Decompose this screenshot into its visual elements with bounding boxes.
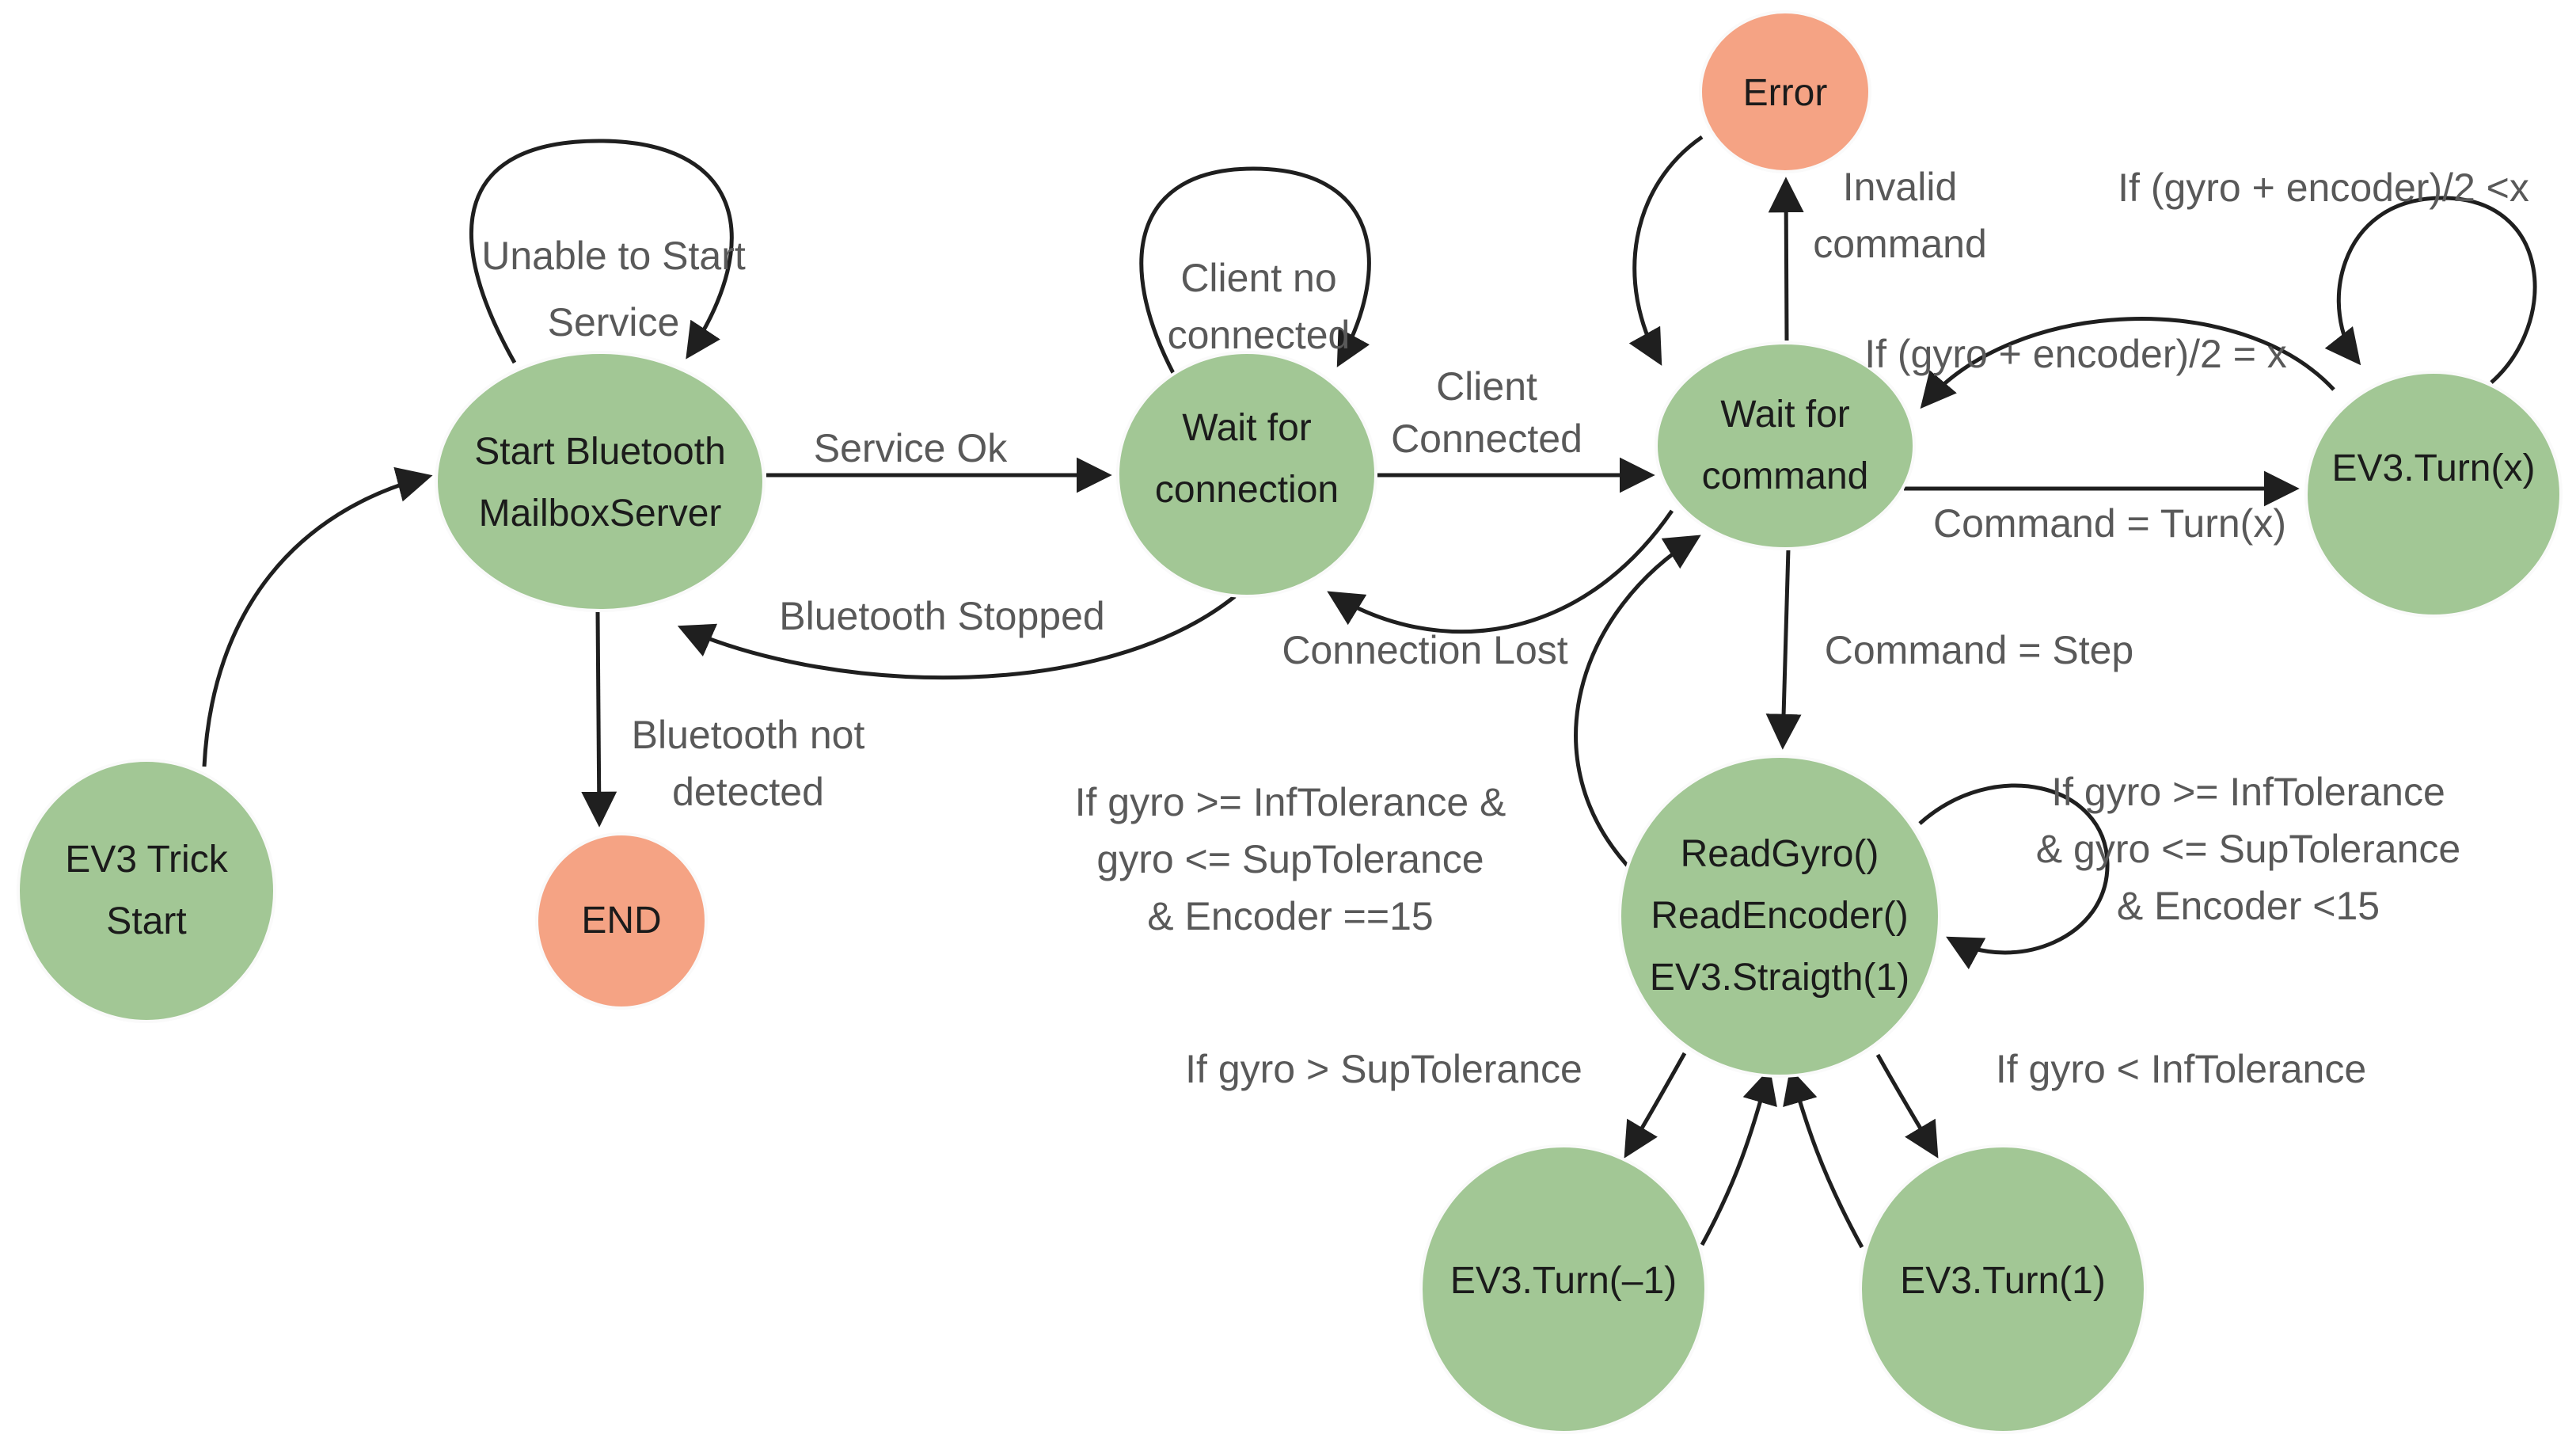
state-node-ev3-trick-start [17,759,276,1023]
edge-label-tolerance-encoder-eq15: If gyro >= InfTolerance & gyro <= SupTol… [1075,774,1506,945]
edge-label-bluetooth-stopped: Bluetooth Stopped [779,588,1104,645]
node-label-line: Wait for [1182,407,1312,449]
node-label-line: connection [1154,469,1339,511]
state-node-ev3-turn-neg1 [1419,1144,1708,1434]
diagram-edges [202,135,2537,1249]
edge-label-line: detected [672,770,824,814]
edge-label-line: Client no [1180,256,1337,300]
edge-label-tolerance-encoder-lt15: If gyro >= InfTolerance & gyro <= SupTol… [2036,763,2460,934]
edge-label-line: Bluetooth not [631,713,865,757]
node-label-line: EV3.Straigth(1) [1649,957,1910,999]
edge-label-line: Client [1436,364,1537,409]
node-label-line: Start [106,900,187,942]
edge-selfloop-unable-to-start [469,139,734,364]
edge-label-line: & Encoder <15 [2116,884,2380,928]
edge-label-line: Connection Lost [1282,628,1568,672]
node-label-line: Wait for [1720,394,1850,436]
edge-gyro-encoder-eq-x [1920,317,2335,409]
edge-label-line: Connected [1391,417,1582,461]
edge-label-line: connected [1167,313,1351,357]
edge-label-line: Service [547,300,680,344]
edge-selfloop-client-no-connected [1139,166,1371,376]
edge-label-line: Invalid [1842,165,1958,209]
state-node-read-gyro [1618,755,1941,1078]
edge-invalid-command [1768,177,1804,341]
state-node-start-bluetooth [435,351,766,612]
node-label-line: EV3.Turn(1) [1900,1260,2106,1302]
edge-label-line: Service Ok [813,426,1008,470]
node-label-line: Error [1742,72,1828,114]
edge-label-gyro-encoder-eq-x: If (gyro + encoder)/2 = x [1864,325,2287,382]
node-label-ev3-turn-1: EV3.Turn(1) [1900,1250,2106,1312]
node-label-read-gyro: ReadGyro() ReadEncoder() EV3.Straigth(1) [1650,824,1909,1009]
edge-selfloop-gyro-encoder-lt-x [2324,196,2537,384]
node-label-line: ReadGyro() [1680,833,1879,875]
edge-label-line: If gyro >= InfTolerance & [1074,780,1506,824]
edge-label-line: If (gyro + encoder)/2 <x [2118,166,2529,210]
edge-label-line: If gyro > SupTolerance [1185,1047,1582,1091]
edge-connection-lost [1327,509,1674,634]
state-node-error [1699,10,1871,173]
edge-turn-neg1-to-readgyro [1700,1067,1777,1246]
edge-label-line: gyro <= SupTolerance [1096,837,1484,881]
node-label-line: command [1701,455,1869,497]
edge-label-connection-lost: Connection Lost [1282,622,1567,679]
edge-label-line: Bluetooth Stopped [779,594,1105,638]
edge-label-line: Command = Step [1824,628,2134,672]
edge-label-command-step: Command = Step [1825,622,2133,679]
node-label-line: EV3.Turn(–1) [1449,1260,1677,1302]
edge-label-line: Unable to Start [481,234,746,278]
edge-error-to-waitcommand [1628,135,1704,366]
node-label-line: MailboxServer [478,493,722,535]
node-label-line: EV3 Trick [65,839,228,881]
edge-label-line: If gyro < InfTolerance [1995,1047,2367,1091]
node-label-ev3-turn-x: EV3.Turn(x) [2332,438,2536,500]
edge-label-bluetooth-not-detected: Bluetooth not detected [632,706,865,820]
edge-tolerance-encoder-eq15 [1574,535,1701,873]
node-label-wait-command: Wait for command [1702,384,1869,508]
node-label-error: Error [1743,63,1828,124]
node-label-line: ReadEncoder() [1651,895,1909,937]
state-node-ev3-turn-1 [1859,1144,2147,1434]
edge-selfloop-tolerance-encoder-lt15 [1918,783,2110,970]
edge-label-line: & gyro <= SupTolerance [2035,827,2461,871]
edge-label-service-ok: Service Ok [814,420,1008,477]
edge-label-line: If (gyro + encoder)/2 = x [1864,332,2287,376]
node-label-ev3-turn-neg1: EV3.Turn(–1) [1450,1250,1677,1312]
edge-label-unable-to-start: Unable to Start Service [481,223,746,356]
edge-label-gyro-gt-suptolerance: If gyro > SupTolerance [1185,1041,1582,1098]
edge-label-line: Command = Turn(x) [1933,501,2286,546]
state-node-end [535,832,708,1010]
edge-label-line: command [1813,222,1987,266]
edge-turn-1-to-readgyro [1783,1067,1864,1249]
edge-label-gyro-lt-inftolerance: If gyro < InfTolerance [1996,1041,2366,1098]
edge-bluetooth-stopped [677,595,1237,680]
edge-trickstart-to-startbluetooth [202,466,433,767]
node-label-line: EV3.Turn(x) [2331,447,2536,489]
node-label-end: END [581,890,661,952]
edge-gyro-gt-suptolerance [1624,1052,1687,1159]
edge-command-step [1765,548,1802,750]
node-label-wait-connection: Wait for connection [1155,398,1339,521]
state-node-wait-connection [1116,351,1377,598]
node-label-line: Start Bluetooth [474,431,726,473]
edge-bluetooth-not-detected [581,611,617,828]
edge-label-command-turn-x: Command = Turn(x) [1933,495,2286,552]
diagram-nodes [17,10,2563,1434]
edge-label-client-connected: Client Connected [1391,360,1582,465]
state-node-ev3-turn-x [2304,371,2563,618]
node-label-line: END [581,900,662,942]
edge-label-client-no-connected: Client no connected [1168,249,1351,363]
state-node-wait-command [1655,341,1916,550]
edge-gyro-lt-inftolerance [1875,1053,1939,1159]
edge-label-line: If gyro >= InfTolerance [2051,770,2445,814]
node-label-ev3-trick-start: EV3 Trick Start [65,829,227,953]
edge-label-line: & Encoder ==15 [1147,894,1434,938]
edge-label-invalid-command: Invalid command [1813,158,1987,272]
edge-label-gyro-encoder-lt-x: If (gyro + encoder)/2 <x [2118,159,2529,216]
node-label-start-bluetooth: Start Bluetooth MailboxServer [474,421,726,545]
